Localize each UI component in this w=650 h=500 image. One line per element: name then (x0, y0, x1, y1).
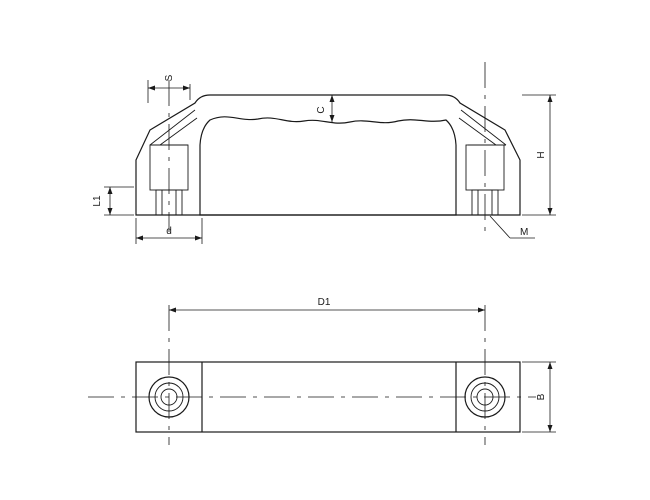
leader-m: M (489, 215, 535, 239)
handle-inner-grip-outline (199, 116, 457, 216)
dimension-d: d (135, 218, 203, 244)
dimension-s: S (147, 74, 191, 103)
label-d: d (166, 226, 172, 237)
dimension-c: C (316, 95, 335, 122)
label-c: C (316, 106, 327, 113)
handle-outer-outline (135, 94, 521, 216)
label-b: B (536, 393, 547, 400)
dimension-d1: D1 (169, 297, 485, 313)
label-l1: L1 (92, 195, 103, 207)
label-s: S (164, 74, 175, 81)
dimension-h: H (522, 94, 556, 216)
right-leg-chamfer (458, 109, 507, 146)
dimension-l1: L1 (92, 186, 134, 216)
dimension-b: B (522, 361, 556, 433)
label-m: M (520, 227, 528, 238)
label-h: H (536, 151, 547, 158)
side-view (135, 62, 521, 232)
top-view (88, 305, 536, 445)
label-d1: D1 (318, 297, 331, 308)
